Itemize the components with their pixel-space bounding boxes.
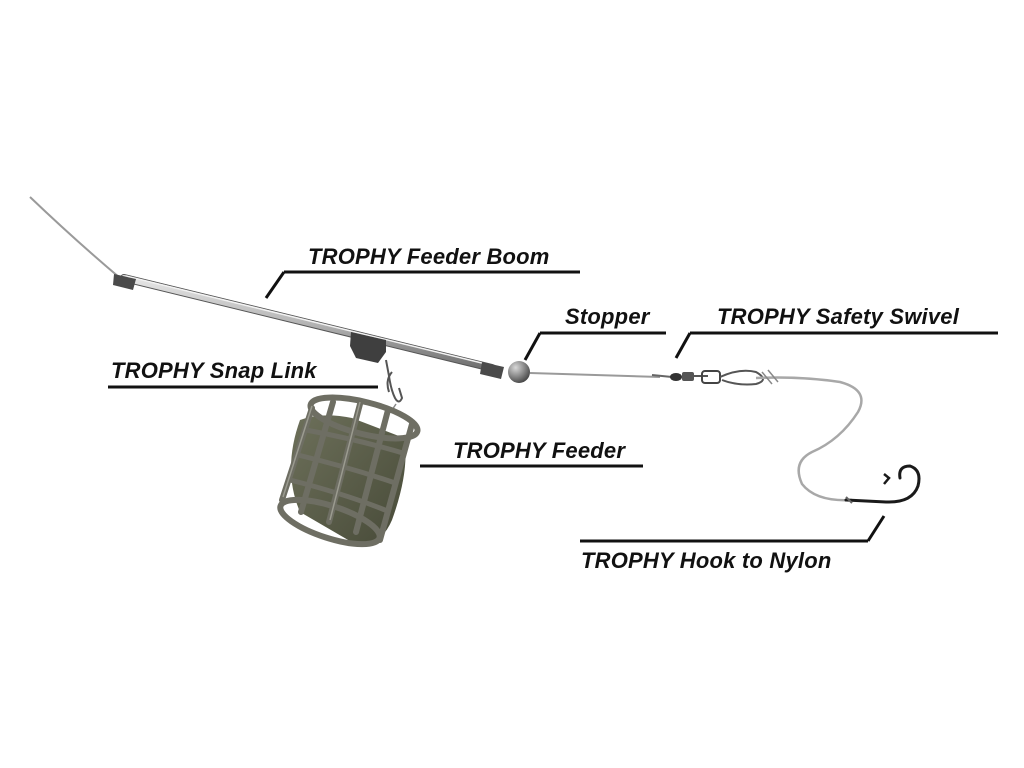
label-hook-to-nylon: TROPHY Hook to Nylon xyxy=(581,548,832,573)
label-stopper: Stopper xyxy=(565,304,651,329)
callout-snap-link: TROPHY Snap Link xyxy=(108,358,378,389)
callout-hook-to-nylon: TROPHY Hook to Nylon xyxy=(580,515,886,573)
boom-cap-left xyxy=(113,274,136,290)
callout-stopper: Stopper xyxy=(523,304,666,361)
feeder-boom xyxy=(113,274,504,379)
stopper-bead xyxy=(508,361,530,383)
callout-feeder-boom: TROPHY Feeder Boom xyxy=(264,244,580,299)
label-feeder-boom: TROPHY Feeder Boom xyxy=(308,244,550,269)
snap-link xyxy=(385,359,404,403)
rig-line xyxy=(529,372,661,378)
callout-safety-swivel: TROPHY Safety Swivel xyxy=(674,304,998,359)
hook-length xyxy=(755,376,863,502)
safety-swivel xyxy=(651,369,764,386)
callout-feeder: TROPHY Feeder xyxy=(420,438,643,468)
label-snap-link: TROPHY Snap Link xyxy=(111,358,318,383)
boom-cap-right xyxy=(480,362,504,379)
hook xyxy=(844,464,921,504)
main-line xyxy=(29,196,121,279)
feeder xyxy=(277,394,421,548)
label-feeder: TROPHY Feeder xyxy=(453,438,626,463)
label-safety-swivel: TROPHY Safety Swivel xyxy=(717,304,960,329)
boom-clip xyxy=(350,332,386,363)
